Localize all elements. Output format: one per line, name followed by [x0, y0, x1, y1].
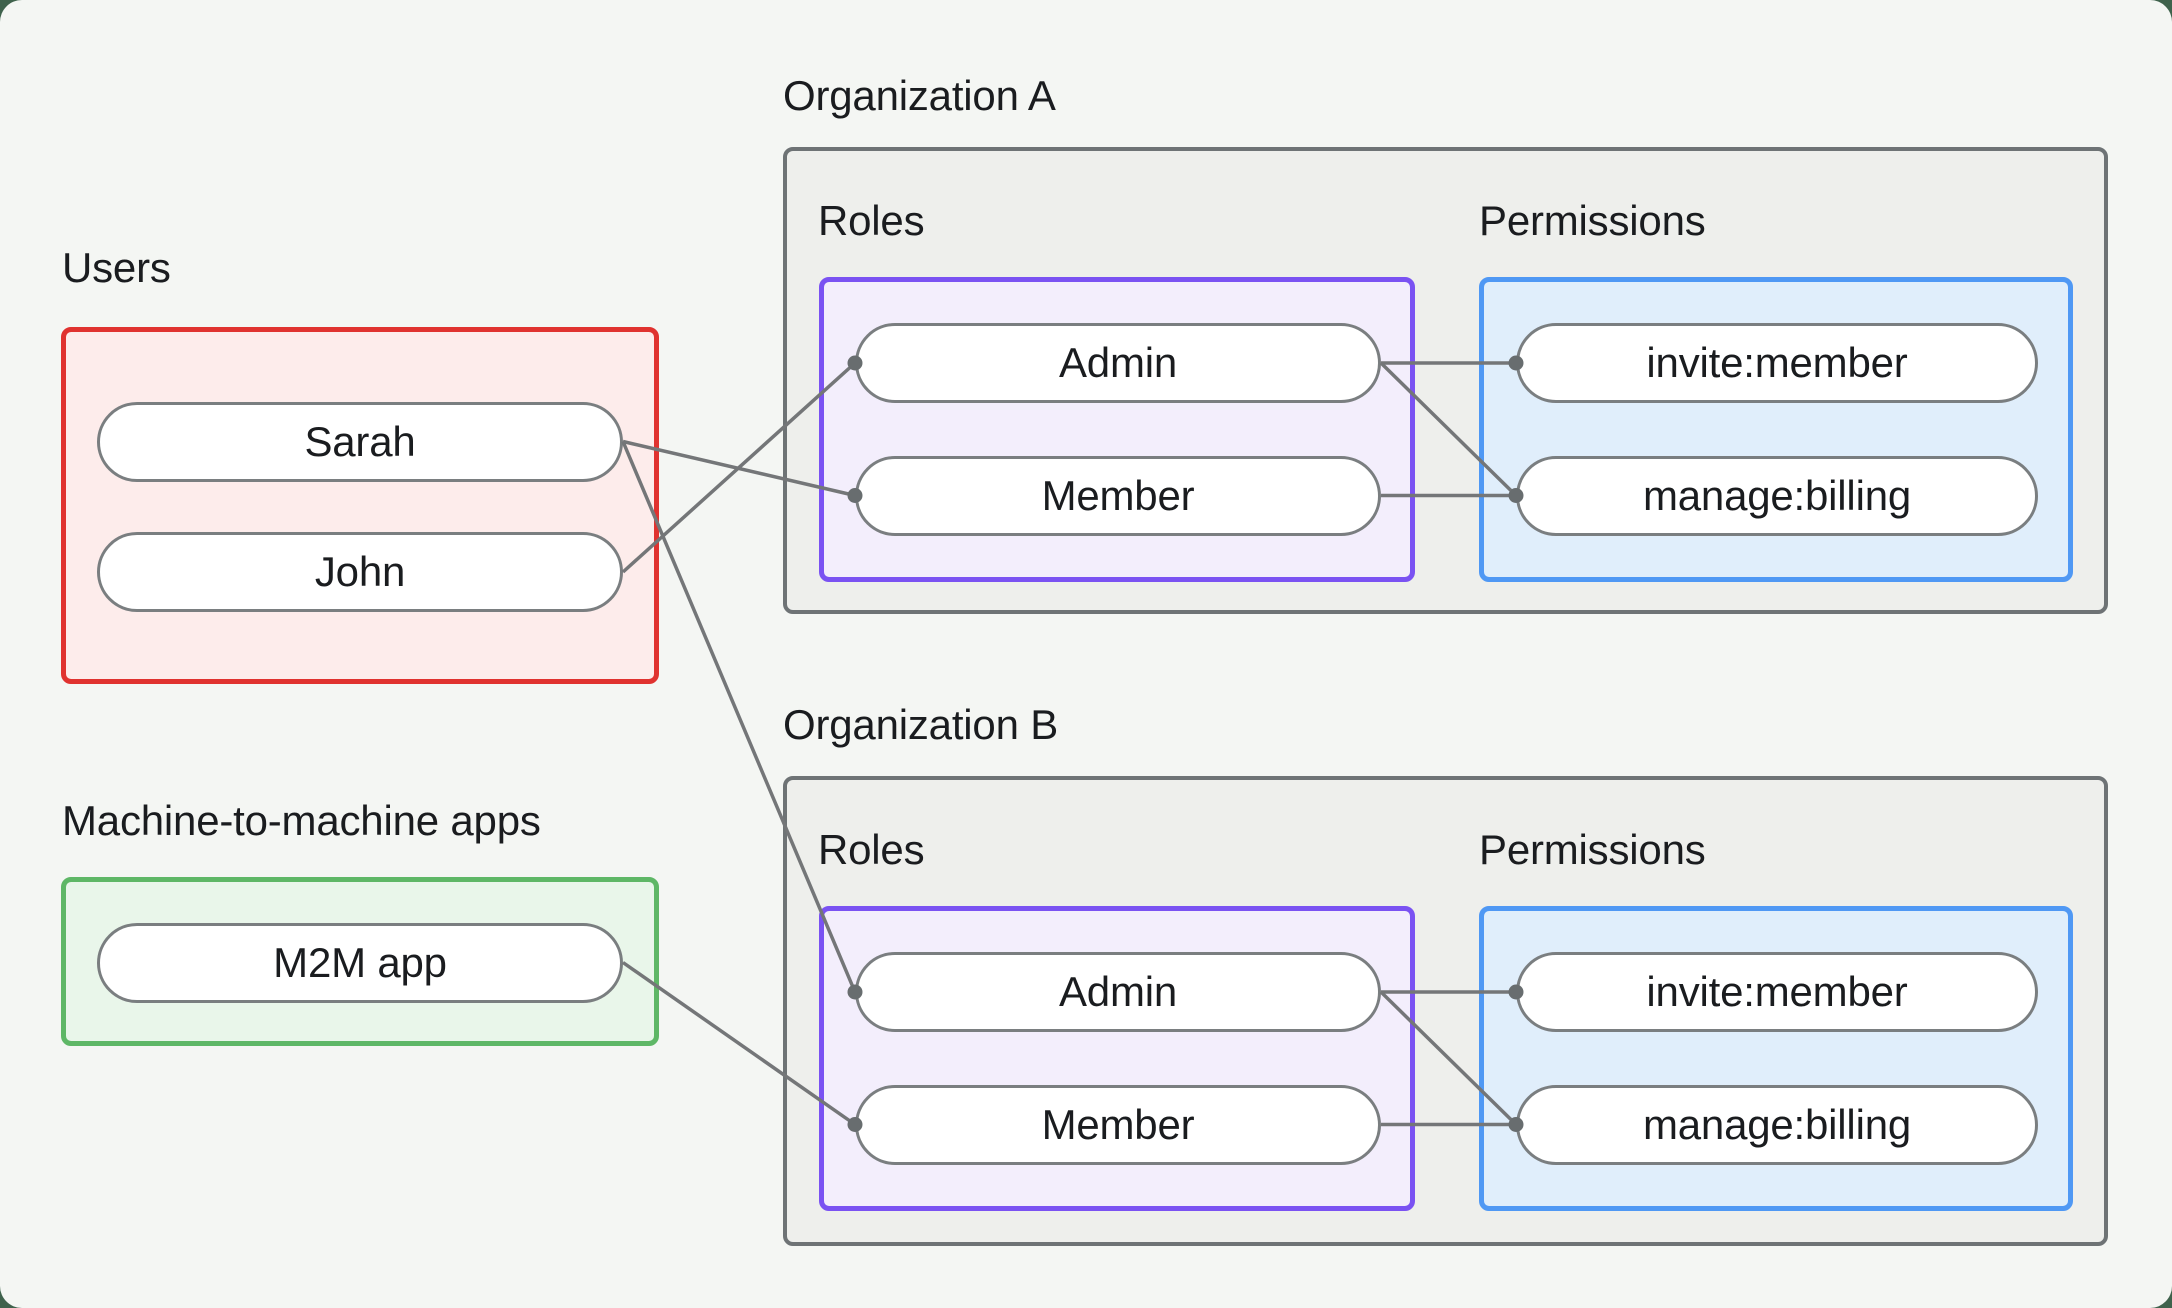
node-org-b-member-label: Member — [1041, 1101, 1195, 1148]
node-org-a-invite-member-label: invite:member — [1646, 339, 1908, 386]
node-org-b-member: Member — [855, 1085, 1381, 1165]
node-m2m-app-label: M2M app — [273, 939, 447, 986]
org-b-heading: Organization B — [783, 701, 1059, 748]
node-org-a-invite-member: invite:member — [1516, 323, 2038, 403]
node-org-b-invite-member: invite:member — [1516, 952, 2038, 1032]
org-b-roles-heading: Roles — [818, 826, 925, 873]
m2m-heading: Machine-to-machine apps — [62, 797, 541, 844]
node-org-a-member-label: Member — [1041, 472, 1195, 519]
org-a-heading: Organization A — [783, 72, 1056, 119]
node-john: John — [97, 532, 623, 612]
node-org-a-member: Member — [855, 456, 1381, 536]
node-org-b-manage-billing: manage:billing — [1516, 1085, 2038, 1165]
users-group-box — [61, 327, 659, 684]
node-org-b-admin: Admin — [855, 952, 1381, 1032]
node-org-a-manage-billing: manage:billing — [1516, 456, 2038, 536]
org-a-roles-heading: Roles — [818, 197, 925, 244]
node-org-b-invite-member-label: invite:member — [1646, 968, 1908, 1015]
node-john-label: John — [314, 548, 406, 595]
node-sarah-label: Sarah — [304, 418, 416, 465]
node-org-b-manage-billing-label: manage:billing — [1642, 1101, 1912, 1148]
node-sarah: Sarah — [97, 402, 623, 482]
node-org-a-manage-billing-label: manage:billing — [1642, 472, 1912, 519]
org-a-permissions-heading: Permissions — [1479, 197, 1706, 244]
node-m2m-app: M2M app — [97, 923, 623, 1003]
users-heading: Users — [62, 244, 171, 291]
node-org-b-admin-label: Admin — [1058, 968, 1178, 1015]
node-org-a-admin-label: Admin — [1058, 339, 1178, 386]
node-org-a-admin: Admin — [855, 323, 1381, 403]
org-b-permissions-heading: Permissions — [1479, 826, 1706, 873]
